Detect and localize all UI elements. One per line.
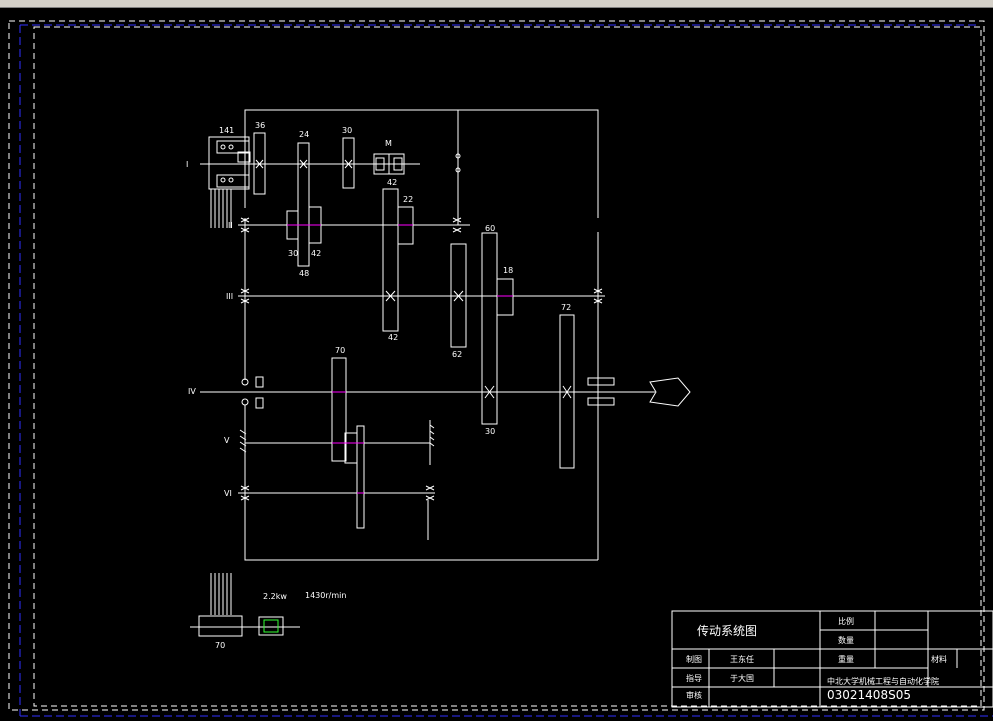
window-toolbar-strip <box>0 0 993 8</box>
supervisor-label: 指导 <box>686 673 702 683</box>
quantity-label: 数量 <box>838 635 854 645</box>
school-name: 中北大学机械工程与自动化学院 <box>827 676 939 686</box>
motor-assembly <box>190 573 300 637</box>
gear-label-36: 36 <box>255 121 265 130</box>
scale-label: 比例 <box>838 616 854 626</box>
drawing-number: 03021408S05 <box>827 688 911 702</box>
gear-label-70: 70 <box>335 346 345 355</box>
belt-pulley-label: 70 <box>215 641 225 650</box>
gear-label-60: 60 <box>485 224 495 233</box>
cad-drawing-canvas: I II III IV V VI <box>8 20 993 717</box>
drawing-frame <box>8 20 993 717</box>
title-block <box>671 610 993 708</box>
gearbox-housing <box>244 109 599 561</box>
gear-labels: 141 36 24 30 M 42 22 30 42 48 60 18 42 6… <box>219 121 571 436</box>
gear-label-24: 24 <box>299 130 309 139</box>
gear-label-30a: 30 <box>342 126 352 135</box>
gear-label-42a: 42 <box>387 178 397 187</box>
gear-label-18: 18 <box>503 266 513 275</box>
gear-label-48: 48 <box>299 269 309 278</box>
material-label: 材料 <box>931 654 947 664</box>
gear-label-62: 62 <box>452 350 462 359</box>
gear-label-141: 141 <box>219 126 234 135</box>
shaft-labels: I II III IV V VI <box>186 160 233 498</box>
reviewer-label: 审核 <box>686 690 702 700</box>
gears <box>253 132 575 529</box>
motor-speed: 1430r/min <box>305 591 346 600</box>
supervisor-name: 于大国 <box>730 673 754 683</box>
motor-power: 2.2kw <box>263 592 287 601</box>
gear-label-42c: 42 <box>388 333 398 342</box>
gear-label-30c: 30 <box>485 427 495 436</box>
shaft-label-II: II <box>228 221 233 230</box>
shaft-label-V: V <box>224 436 230 445</box>
shaft-label-III: III <box>226 292 233 301</box>
bearings <box>239 153 603 540</box>
weight-label: 重量 <box>838 654 854 664</box>
gear-label-M: M <box>385 139 392 148</box>
designer-label: 制图 <box>686 654 702 664</box>
gear-label-30b: 30 <box>288 249 298 258</box>
gear-label-22: 22 <box>403 195 413 204</box>
gear-label-42b: 42 <box>311 249 321 258</box>
gear-label-72: 72 <box>561 303 571 312</box>
key-highlights <box>287 224 513 494</box>
designer-name: 王东任 <box>730 654 754 664</box>
shaft-lines <box>200 110 655 494</box>
output-spindle <box>587 377 691 407</box>
shaft-label-IV: IV <box>188 387 196 396</box>
drawing-title: 传动系统图 <box>697 623 757 638</box>
shaft-label-I: I <box>186 160 188 169</box>
shaft-label-VI: VI <box>224 489 232 498</box>
friction-clutch <box>208 136 251 228</box>
